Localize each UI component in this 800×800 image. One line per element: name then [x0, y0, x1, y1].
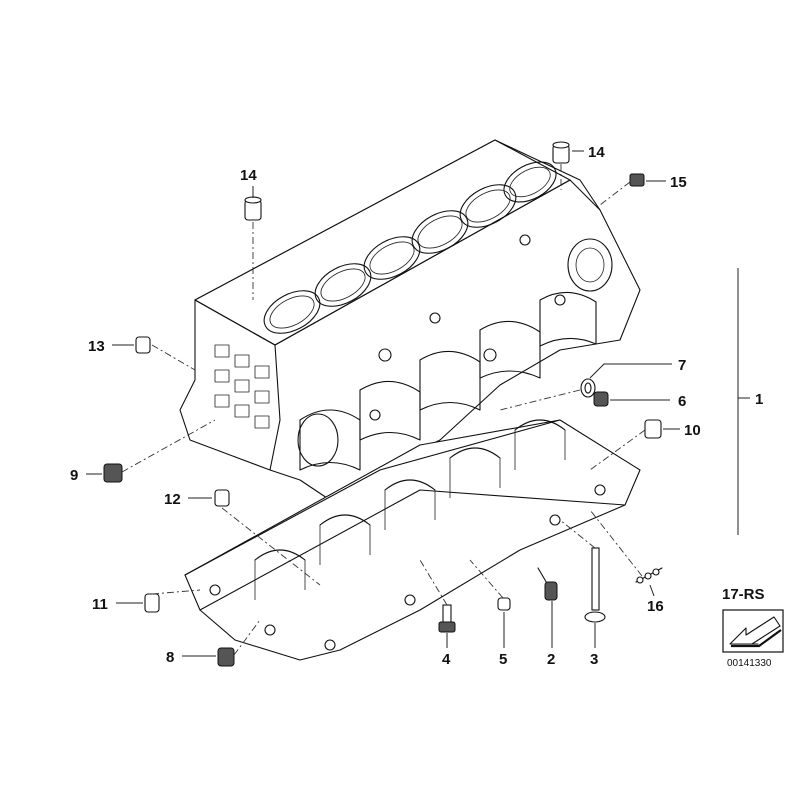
callout-6: 6 — [678, 393, 686, 410]
plug-15[interactable] — [629, 173, 645, 187]
sleeve-10[interactable] — [644, 419, 662, 439]
callout-1: 1 — [755, 391, 763, 408]
callout-16: 16 — [647, 598, 664, 615]
sleeve-13[interactable] — [135, 336, 151, 354]
arrow-shadow — [731, 629, 782, 648]
group-code: 17-RS — [722, 586, 765, 603]
engine-block[interactable] — [179, 139, 641, 501]
sleeve-14-top[interactable] — [552, 141, 570, 164]
image-code: 00141330 — [727, 658, 772, 669]
callout-14-left: 14 — [240, 167, 257, 184]
callout-12: 12 — [164, 491, 181, 508]
seal-ring-7[interactable] — [580, 378, 596, 398]
callout-14-top: 14 — [588, 144, 605, 161]
dowel-16[interactable] — [635, 567, 663, 584]
plug-8[interactable] — [217, 647, 235, 667]
leader-lines — [86, 150, 750, 657]
reference-box: 17-RS 00141330 — [722, 586, 784, 669]
sleeve-14-left[interactable] — [244, 196, 262, 221]
bedplate[interactable] — [184, 419, 641, 661]
callout-7: 7 — [678, 357, 686, 374]
callout-labels: 14 14 15 13 7 6 1 10 9 12 11 8 4 5 2 3 1… — [70, 144, 763, 668]
oil-nozzle-2[interactable] — [537, 567, 558, 601]
plug-5[interactable] — [497, 597, 511, 611]
arrow-icon — [729, 616, 781, 645]
callout-2: 2 — [547, 651, 555, 668]
sleeve-11[interactable] — [144, 593, 160, 613]
callout-3: 3 — [590, 651, 598, 668]
callout-4: 4 — [442, 651, 451, 668]
callout-9: 9 — [70, 467, 78, 484]
callout-5: 5 — [499, 651, 507, 668]
callout-13: 13 — [88, 338, 105, 355]
callout-8: 8 — [166, 649, 174, 666]
callout-11: 11 — [92, 596, 108, 613]
plug-6[interactable] — [593, 391, 609, 407]
bolt-3[interactable] — [584, 547, 606, 623]
callout-10: 10 — [684, 422, 701, 439]
alignment-lines — [121, 164, 646, 656]
callout-15: 15 — [670, 174, 687, 191]
sleeve-12[interactable] — [214, 489, 230, 507]
plug-9[interactable] — [103, 463, 123, 483]
bolt-4[interactable] — [438, 604, 456, 633]
